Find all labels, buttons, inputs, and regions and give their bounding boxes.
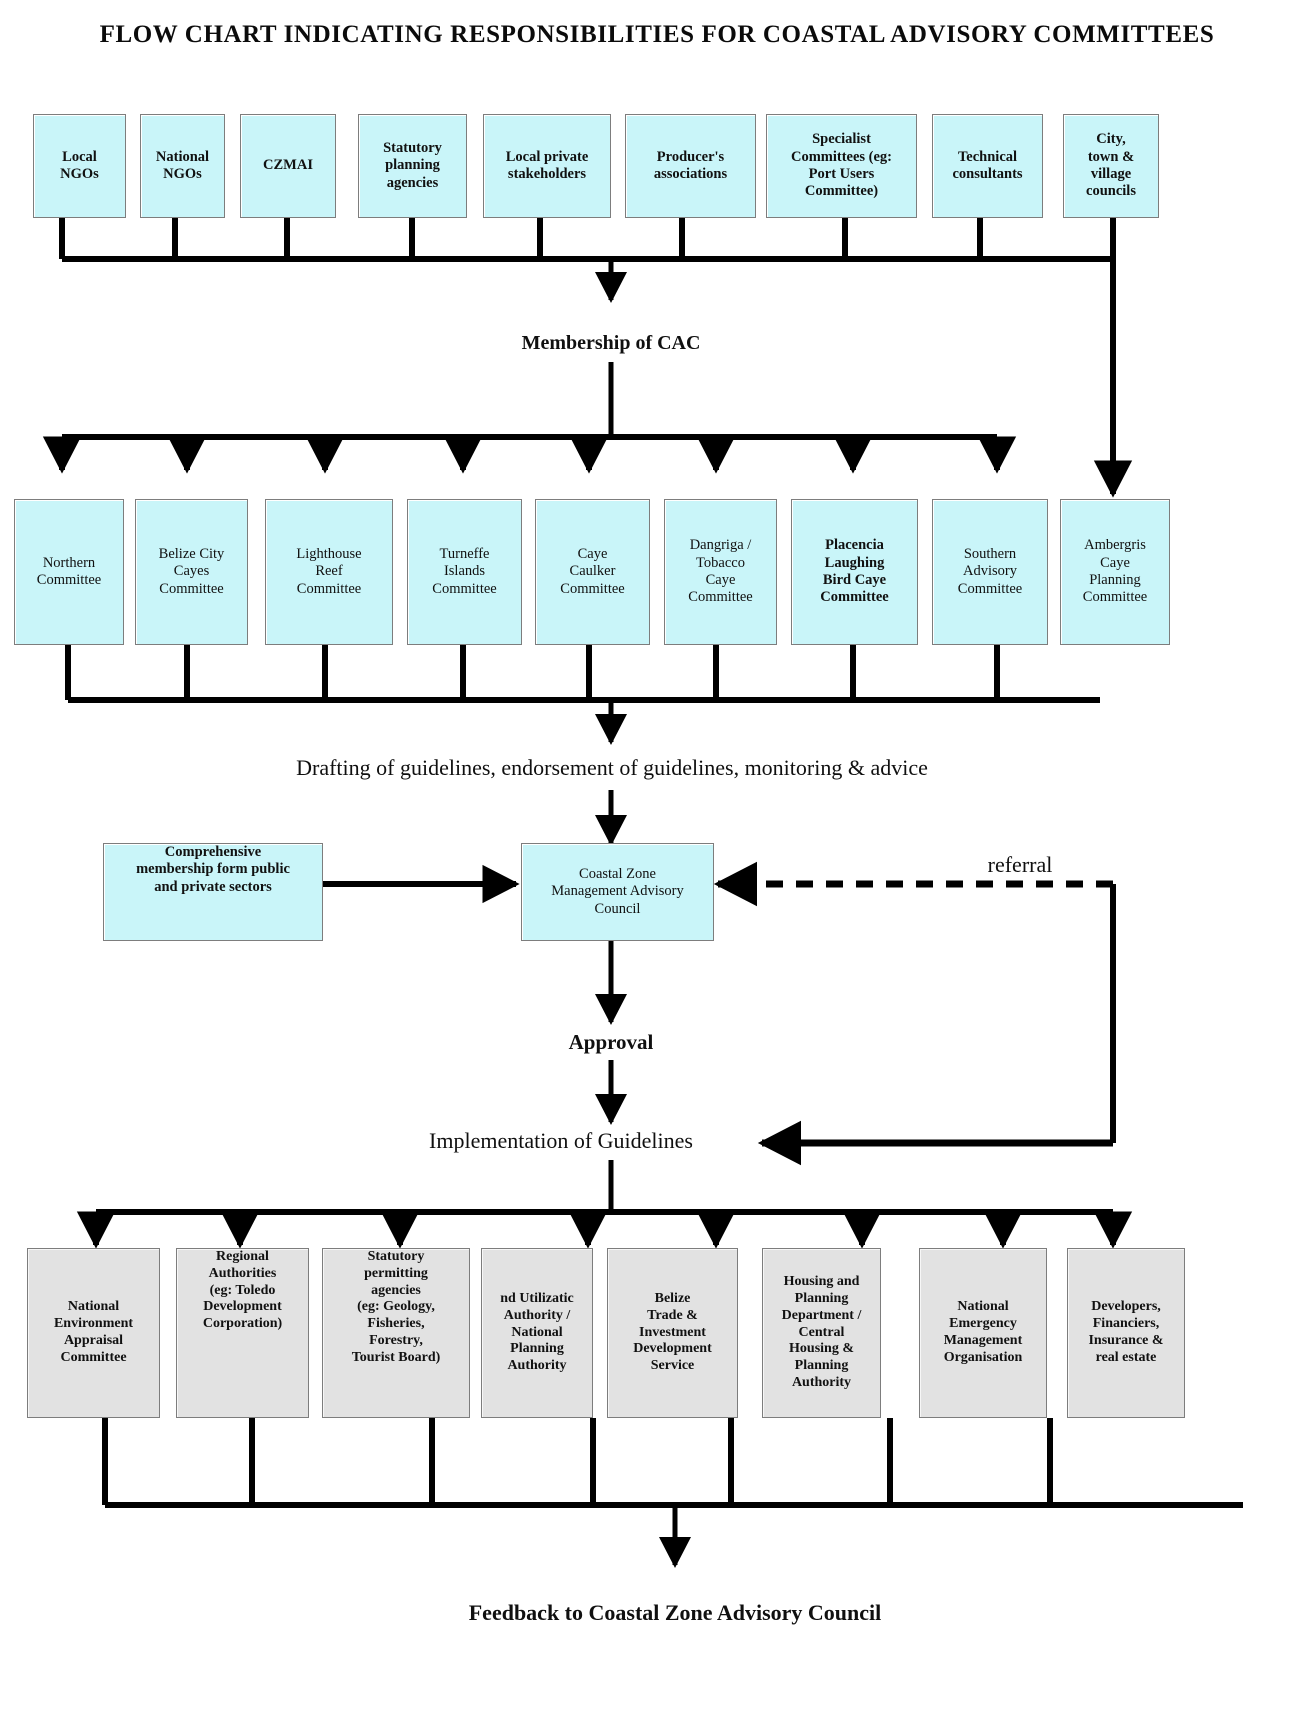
label-drafting-of-guidelines: Drafting of guidelines, endorsement of g… (296, 755, 928, 780)
page-title: FLOW CHART INDICATING RESPONSIBILITIES F… (99, 21, 1215, 48)
node-developers-financiers-insurance-real-estate[interactable]: Developers,Financiers,Insurance &real es… (1067, 1248, 1185, 1418)
label-feedback-to-coastal-zone-advisory-council: Feedback to Coastal Zone Advisory Counci… (468, 1600, 882, 1625)
label-membership-of-cac: Membership of CAC (521, 332, 701, 354)
label-approval: Approval (568, 1030, 654, 1054)
label-referral: referral (987, 852, 1053, 877)
node-czmai[interactable]: CZMAI (240, 114, 336, 218)
label-implementation-of-guidelines: Implementation of Guidelines (429, 1128, 693, 1153)
